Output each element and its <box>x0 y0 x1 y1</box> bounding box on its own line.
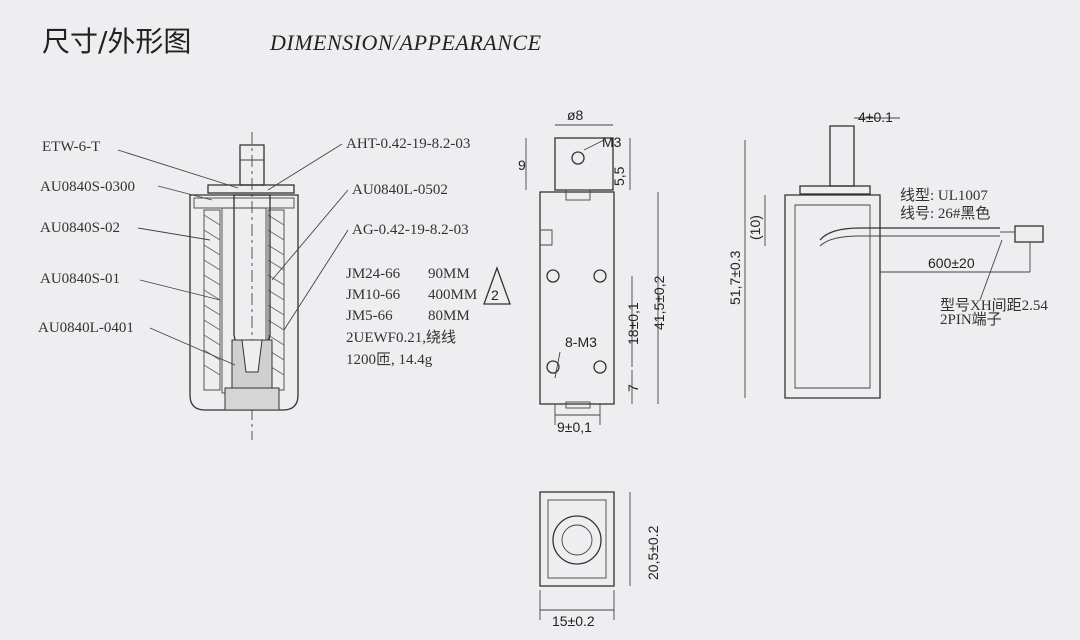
dim-9-01: 9±0,1 <box>557 419 592 435</box>
spec-name-1: JM24-66 <box>346 266 401 282</box>
dim-8-m3: 8-M3 <box>565 334 597 350</box>
label-ag-part: AG-0.42-19-8.2-03 <box>352 222 469 238</box>
housing-outline <box>189 194 299 411</box>
spec-value-3: 80MM <box>428 308 470 324</box>
dim-51-7: 51,7±0.3 <box>727 250 743 305</box>
dim-41-5: 41,5±0,2 <box>651 275 667 330</box>
label-au0840l-0401: AU0840L-0401 <box>38 320 134 336</box>
top-washer <box>207 184 295 194</box>
label-au0840s-01: AU0840S-01 <box>40 271 120 287</box>
spec-value-2: 400MM <box>428 287 477 303</box>
dim-10: (10) <box>747 215 763 240</box>
label-au0840s-0300: AU0840S-0300 <box>40 179 135 195</box>
side-view <box>744 117 1044 399</box>
connector-line-2: 2PIN端子 <box>940 311 1002 328</box>
dim-7: 7 <box>625 384 641 392</box>
dim-5-5: 5,5 <box>611 166 627 186</box>
wire-number: 线号: 26#黑色 <box>900 205 990 222</box>
connector-line-1: 型号XH间距2.54 <box>940 297 1048 314</box>
front-view <box>525 124 659 425</box>
coil-spec-line-1: 2UEWF0.21,绕线 <box>346 329 456 346</box>
dim-15: 15±0.2 <box>552 613 595 629</box>
dim-diameter-8: ø8 <box>567 107 584 123</box>
spec-name-3: JM5-66 <box>346 308 393 324</box>
connector <box>1014 225 1044 243</box>
spec-value-1: 90MM <box>428 266 470 282</box>
label-aht-part: AHT-0.42-19-8.2-03 <box>346 136 470 152</box>
dim-20-5: 20,5±0.2 <box>645 525 661 580</box>
front-body <box>539 191 615 405</box>
dim-4: 4±0.1 <box>858 109 893 125</box>
coil-spec-line-2: 1200匝, 14.4g <box>346 352 433 368</box>
dim-9: 9 <box>518 157 526 173</box>
revision-mark: 2 <box>491 287 499 303</box>
label-au0840s-02: AU0840S-02 <box>40 220 120 236</box>
label-etw-6-t: ETW-6-T <box>42 139 100 155</box>
spec-name-2: JM10-66 <box>346 287 401 303</box>
dim-600: 600±20 <box>928 255 975 271</box>
wire-type: 线型: UL1007 <box>900 187 988 204</box>
bottom-view <box>539 491 631 620</box>
label-au0840l-0502: AU0840L-0502 <box>352 182 448 198</box>
title-chinese: 尺寸/外形图 <box>42 25 192 58</box>
dim-18: 18±0,1 <box>625 302 641 345</box>
dim-m3: M3 <box>602 134 622 150</box>
side-frame <box>784 194 881 399</box>
leader-lines-left <box>117 149 239 366</box>
title-english: DIMENSION/APPEARANCE <box>270 30 542 55</box>
leader-lines-right <box>267 143 349 331</box>
revision-triangle-icon: 2 <box>483 266 511 305</box>
